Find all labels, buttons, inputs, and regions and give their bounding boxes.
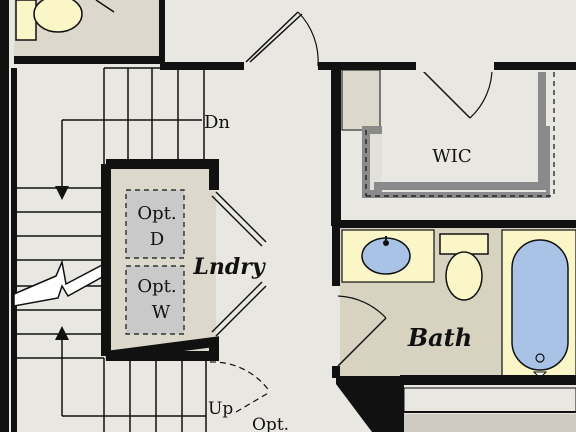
top-left-room	[14, 0, 165, 64]
laundry-door-leaf-top	[215, 191, 267, 243]
washer-label-line2: W	[152, 302, 171, 323]
toilet-bowl-icon	[445, 251, 483, 301]
wic-shelf-left	[341, 69, 381, 131]
dryer-box	[125, 189, 185, 259]
bathtub-icon	[511, 239, 569, 371]
bath-door-swing	[337, 295, 387, 319]
bathroom: Bath	[332, 226, 576, 385]
dryer-label-line2: D	[150, 229, 164, 250]
tub-drain-icon	[535, 353, 545, 363]
bath-door-leaf	[337, 317, 387, 367]
toilet-tank-icon	[15, 0, 37, 41]
down-arrow-icon	[55, 186, 69, 200]
bottom-right-wall	[336, 384, 576, 432]
hall-door-leaf	[245, 11, 299, 63]
optional-door-swing	[209, 361, 271, 393]
dryer-label-line1: Opt.	[137, 203, 176, 224]
wic-label: WIC	[432, 146, 471, 167]
stair-down-label: Dn	[204, 112, 230, 133]
stair-option-label: Opt.	[252, 415, 289, 432]
laundry-door-leaf-bottom	[215, 285, 267, 337]
bath-label: Bath	[407, 323, 472, 352]
toilet-bowl-icon	[33, 0, 83, 33]
staircase	[11, 67, 207, 432]
toilet-tank-icon	[439, 233, 489, 255]
hall-door-swing	[297, 11, 319, 67]
laundry-room: Opt. D Opt. W Lndry	[101, 159, 267, 361]
wic-door-leaf	[419, 67, 471, 119]
up-arrow-icon	[55, 326, 69, 340]
walk-in-closet: WIC	[331, 62, 576, 228]
laundry-label: Lndry	[192, 254, 266, 280]
stair-up-label: Up	[208, 399, 233, 419]
washer-label-line1: Opt.	[137, 276, 176, 297]
washer-box	[125, 265, 185, 335]
